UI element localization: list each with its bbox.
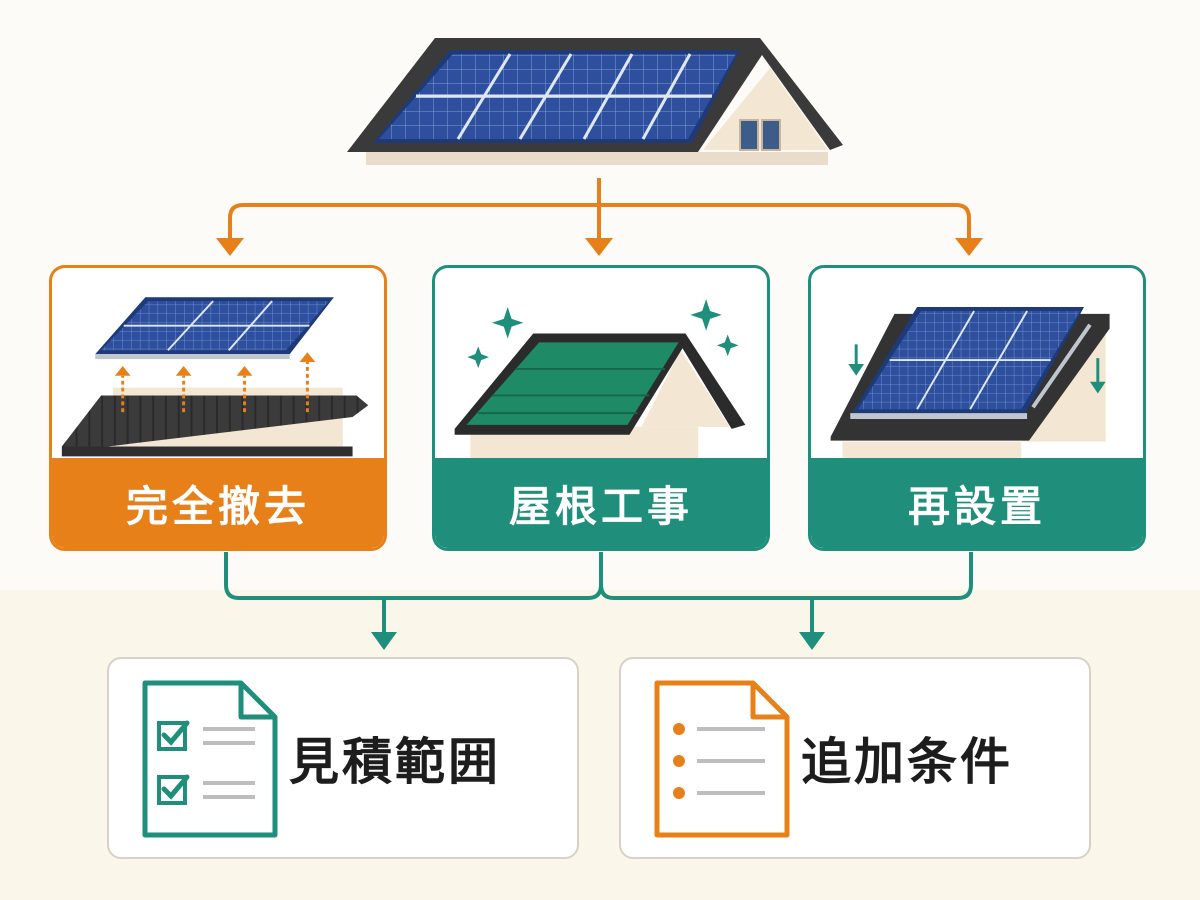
- arrow-head-to-full-removal: [216, 238, 244, 256]
- step-label-full-removal: 完全撤去: [52, 458, 384, 548]
- sparkle-icons: [467, 299, 739, 368]
- down-arrows: [848, 344, 1106, 394]
- bullet-list-document-icon: [654, 680, 790, 838]
- arrow-head-to-roof-work: [585, 238, 613, 256]
- step-label-reinstall: 再設置: [811, 458, 1143, 548]
- panel-lifted: [95, 297, 334, 360]
- reinstall-illustration: [830, 307, 1110, 460]
- result-box-additional-conditions: 追加条件: [619, 657, 1091, 859]
- lift-arrows: [114, 352, 316, 413]
- step-label-roof-work: 屋根工事: [435, 458, 767, 548]
- arrow-head-to-reinstall: [955, 238, 983, 256]
- checklist-document-icon: [142, 680, 278, 838]
- panel-grid-lines: [416, 53, 712, 140]
- top-house-illustration: [347, 38, 843, 165]
- removal-illustration: [61, 297, 369, 457]
- merge-arrows: [224, 552, 973, 632]
- step-card-full-removal: 完全撤去: [49, 265, 387, 551]
- roof-work-illustration: [454, 299, 746, 460]
- step-card-roof-work: 屋根工事: [432, 265, 770, 551]
- arrow-head-to-estimate-scope: [371, 632, 397, 650]
- result-label-additional-conditions: 追加条件: [801, 733, 1013, 791]
- arrow-head-to-additional-conditions: [799, 632, 825, 650]
- branch-arrows: [228, 178, 971, 240]
- result-box-estimate-scope: 見積範囲: [107, 657, 579, 859]
- panel-installed: [850, 307, 1092, 420]
- result-label-estimate-scope: 見積範囲: [289, 733, 501, 791]
- house-window: [739, 119, 781, 151]
- step-card-reinstall: 再設置: [808, 265, 1146, 551]
